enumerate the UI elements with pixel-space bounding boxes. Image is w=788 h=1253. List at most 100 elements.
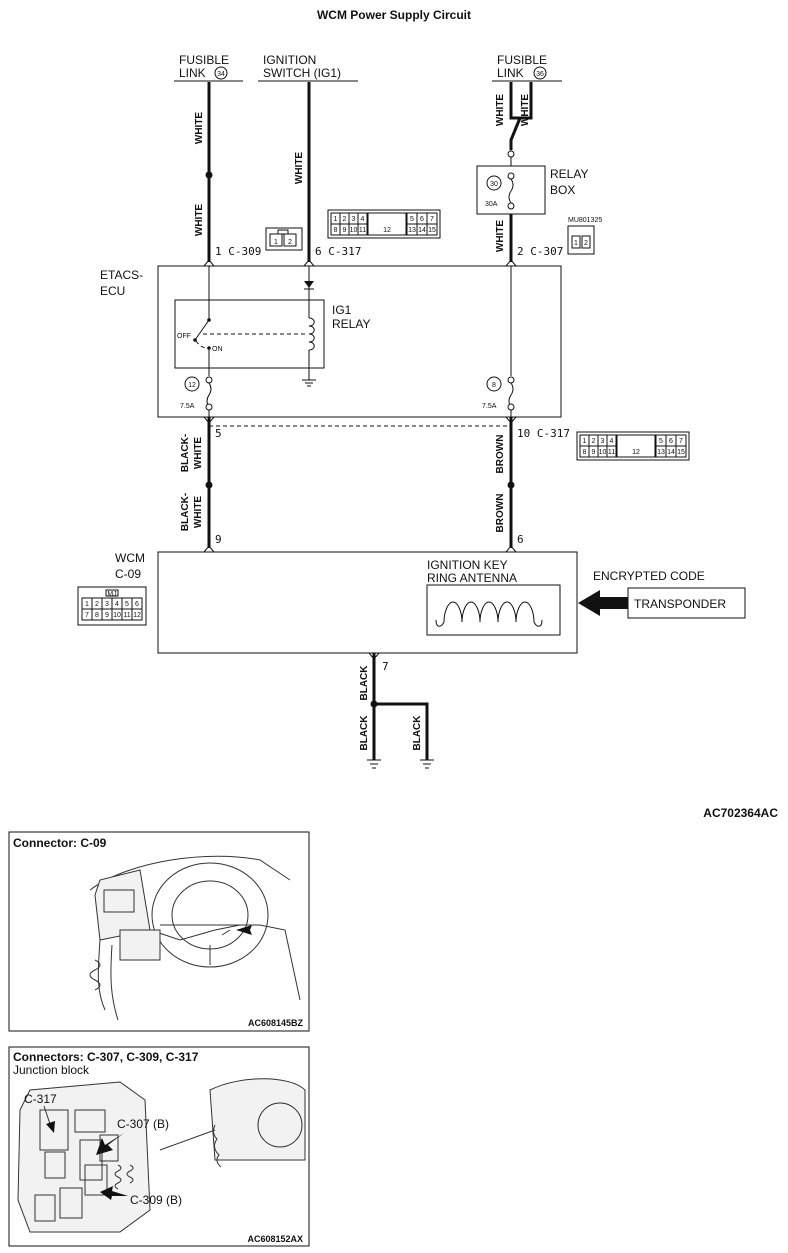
wire-label-white-2: WHITE bbox=[194, 204, 205, 237]
wire-fusible-36-loop bbox=[509, 82, 533, 120]
connector-pin-15: 15 bbox=[428, 227, 436, 234]
transponder-box bbox=[627, 587, 746, 619]
ignition-switch-line1: IGNITION bbox=[263, 53, 316, 67]
connector-pin-7: 7 bbox=[430, 216, 434, 223]
ig1-relay-label1: IG1 bbox=[332, 303, 352, 317]
fuse-8-amp: 7.5A bbox=[482, 403, 497, 410]
wire-fusible-36-join bbox=[509, 117, 522, 150]
label-c317: C-317 bbox=[24, 1092, 57, 1106]
relay-part-code: MU801325 bbox=[568, 217, 602, 224]
connector-pin-4: 4 bbox=[610, 438, 614, 445]
wire-label-black-3: BLACK bbox=[412, 715, 423, 751]
pin-label-c307: 2 C-307 bbox=[517, 245, 563, 258]
relay-box-fuse-circle bbox=[486, 175, 502, 191]
fusible-link-36-circle bbox=[533, 66, 547, 80]
fusible-link-36-label: FUSIBLE LINK 36 bbox=[492, 53, 562, 82]
arrow-left-icon bbox=[578, 590, 628, 616]
pin-label-6: 6 bbox=[517, 533, 524, 546]
connector-pin-3: 3 bbox=[601, 438, 605, 445]
etacs-label2: ECU bbox=[100, 284, 125, 298]
fusible-link-34-circle bbox=[214, 66, 228, 80]
connector-pin-6: 6 bbox=[669, 438, 673, 445]
c09-pin-1: 1 bbox=[85, 601, 89, 608]
relay-connector-icon: MU801325 1 2 bbox=[567, 217, 602, 255]
connector-c309-icon: 1 2 bbox=[265, 227, 303, 251]
ground-icon-1 bbox=[367, 759, 381, 769]
antenna-box bbox=[426, 584, 561, 636]
label-c309: C-309 (B) bbox=[130, 1193, 182, 1207]
relay-pin-1: 1 bbox=[574, 240, 578, 247]
c09-pin-2: 2 bbox=[95, 601, 99, 608]
relay-box-fuse-num: 30 bbox=[490, 181, 498, 188]
connector-pin-13: 13 bbox=[408, 227, 416, 234]
pin-label-c317-mid: 10 C-317 bbox=[517, 427, 570, 440]
transponder-label: TRANSPONDER bbox=[634, 597, 726, 611]
c09-pin-5: 5 bbox=[125, 601, 129, 608]
encrypted-code-label: ENCRYPTED CODE bbox=[593, 569, 705, 583]
arrow-c317-icon bbox=[46, 1121, 55, 1133]
connector-pin-9: 9 bbox=[343, 227, 347, 234]
wire-label-white-3: WHITE bbox=[294, 152, 305, 185]
ig1-on-label: ON bbox=[212, 346, 223, 353]
wcm-label2: C-09 bbox=[115, 567, 141, 581]
wire-label-brown-1: BROWN bbox=[495, 435, 506, 474]
wire-label-white-5: WHITE bbox=[520, 94, 531, 127]
relay-pin-2: 2 bbox=[584, 240, 588, 247]
panel-connector-c09: Connector: C-09 AC608145BZ bbox=[8, 831, 310, 1032]
fuse-8-num: 8 bbox=[492, 382, 496, 389]
arrow-c307-icon bbox=[96, 1133, 124, 1155]
panel2-title: Connectors: C-307, C-309, C-317 bbox=[13, 1050, 199, 1064]
connector-pin-12: 12 bbox=[383, 227, 391, 234]
wire-label-bw-2a: BLACK- bbox=[180, 493, 191, 531]
c09-pin-9: 9 bbox=[105, 612, 109, 619]
fuse-12-num: 12 bbox=[188, 382, 196, 389]
c09-pin-7: 7 bbox=[85, 612, 89, 619]
wire-label-bw-1b: WHITE bbox=[193, 437, 204, 470]
fusible-link-34-label: FUSIBLE LINK 34 bbox=[174, 53, 243, 82]
c09-pin-8: 8 bbox=[95, 612, 99, 619]
c09-pin-6: 6 bbox=[135, 601, 139, 608]
panel2-subtitle: Junction block bbox=[13, 1063, 90, 1077]
connector-pin-6: 6 bbox=[420, 216, 424, 223]
wire-label-white-4: WHITE bbox=[495, 94, 506, 127]
pin-label-5: 5 bbox=[215, 427, 222, 440]
arrow-c309-icon bbox=[100, 1186, 128, 1200]
antenna-label2: RING ANTENNA bbox=[427, 571, 517, 585]
c309-pin-2: 2 bbox=[288, 239, 292, 246]
etacs-ecu: ETACS- ECU IG1 RELAY OFF ON bbox=[100, 259, 562, 418]
etacs-label1: ETACS- bbox=[100, 268, 143, 282]
connector-pin-4: 4 bbox=[361, 216, 365, 223]
connector-pin-1: 1 bbox=[334, 216, 338, 223]
panel1-title: Connector: C-09 bbox=[13, 836, 107, 850]
wire-label-bw-1a: BLACK- bbox=[180, 434, 191, 472]
diagram-ref-code: AC702364AC bbox=[703, 806, 778, 820]
connector-pin-8: 8 bbox=[334, 227, 338, 234]
connector-pin-5: 5 bbox=[659, 438, 663, 445]
connector-pin-10: 10 bbox=[350, 227, 358, 234]
connector-pin-11: 11 bbox=[608, 449, 615, 456]
relay-box-label2: BOX bbox=[550, 183, 575, 197]
connector-pin-2: 2 bbox=[343, 216, 347, 223]
connector-pin-12: 12 bbox=[632, 449, 640, 456]
wire-label-brown-2: BROWN bbox=[495, 494, 506, 533]
connector-pin-2: 2 bbox=[592, 438, 596, 445]
diode-icon bbox=[304, 281, 314, 288]
pin-label-7: 7 bbox=[382, 660, 389, 673]
connector-pin-1: 1 bbox=[583, 438, 587, 445]
c09-pin-4: 4 bbox=[115, 601, 119, 608]
transponder-group: ENCRYPTED CODE TRANSPONDER bbox=[578, 569, 746, 619]
pin-label-c317-top: 6 C-317 bbox=[315, 245, 361, 258]
c09-pin-10: 10 bbox=[113, 612, 121, 619]
connector-pin-15: 15 bbox=[677, 449, 685, 456]
connector-pin-13: 13 bbox=[657, 449, 665, 456]
fusible-link-34-line2: LINK bbox=[179, 66, 206, 80]
wire-label-white-6: WHITE bbox=[495, 220, 506, 253]
ignition-switch-label: IGNITION SWITCH (IG1) bbox=[258, 53, 358, 82]
ig1-relay-label2: RELAY bbox=[332, 317, 370, 331]
connector-pin-10: 10 bbox=[599, 449, 607, 456]
relay-box-label1: RELAY bbox=[550, 167, 588, 181]
fusible-link-36-num: 36 bbox=[536, 71, 544, 78]
ig1-off-label: OFF bbox=[177, 333, 191, 340]
